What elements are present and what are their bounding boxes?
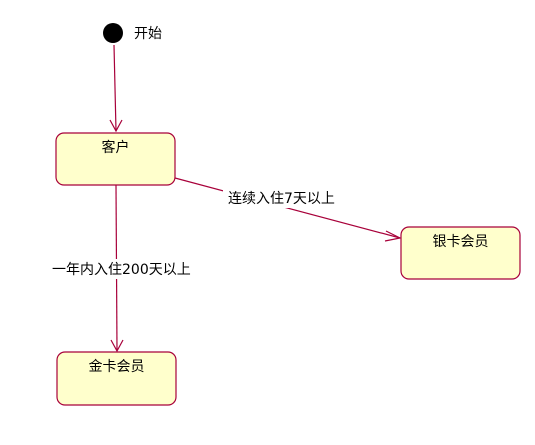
transition-customer-to-silver[interactable] (174, 177, 402, 242)
state-gold-member[interactable]: 金卡会员 (56, 351, 177, 406)
state-customer[interactable]: 客户 (55, 132, 176, 186)
transition-label-gold: 一年内入住200天以上 (52, 262, 191, 278)
state-customer-label: 客户 (102, 139, 130, 156)
start-label: 开始 (134, 26, 162, 42)
start-node[interactable] (103, 23, 123, 43)
state-silver-member[interactable]: 银卡会员 (400, 226, 521, 280)
state-silver-member-label: 银卡会员 (433, 234, 489, 250)
transition-label-silver: 连续入住7天以上 (228, 190, 335, 207)
state-gold-member-label: 金卡会员 (89, 359, 145, 375)
transition-start-to-customer[interactable] (109, 44, 123, 133)
